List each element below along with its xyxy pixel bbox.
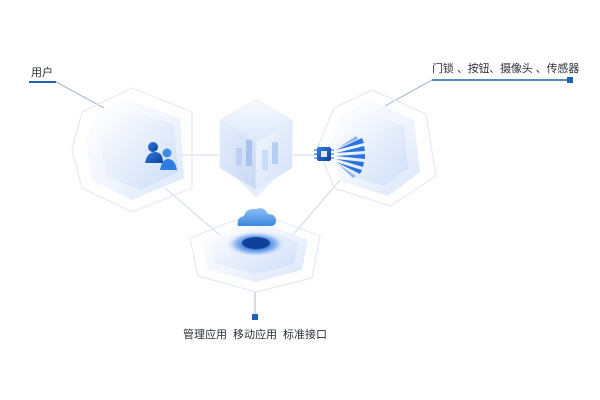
label-devices: 门锁 、按钮、摄像头 、传感器 — [432, 62, 579, 75]
users-icon — [145, 142, 177, 170]
label-mobile-app: 移动应用 — [233, 328, 277, 341]
bottom-callout-line — [252, 292, 258, 320]
user-callout-line — [29, 81, 105, 109]
chip-signal-icon — [314, 136, 365, 178]
cloud-hexagon — [189, 211, 321, 293]
center-cube — [219, 99, 293, 198]
label-management-app: 管理应用 — [183, 328, 227, 341]
cloud-icon — [237, 208, 276, 226]
label-standard-interface: 标准接口 — [283, 328, 327, 341]
users-hexagon — [71, 87, 193, 213]
label-user: 用户 — [31, 66, 53, 79]
devices-callout-line — [384, 77, 573, 107]
devices-hexagon — [317, 89, 437, 207]
label-bottom: 管理应用移动应用标准接口 — [183, 328, 333, 342]
connector-lines — [164, 154, 341, 243]
